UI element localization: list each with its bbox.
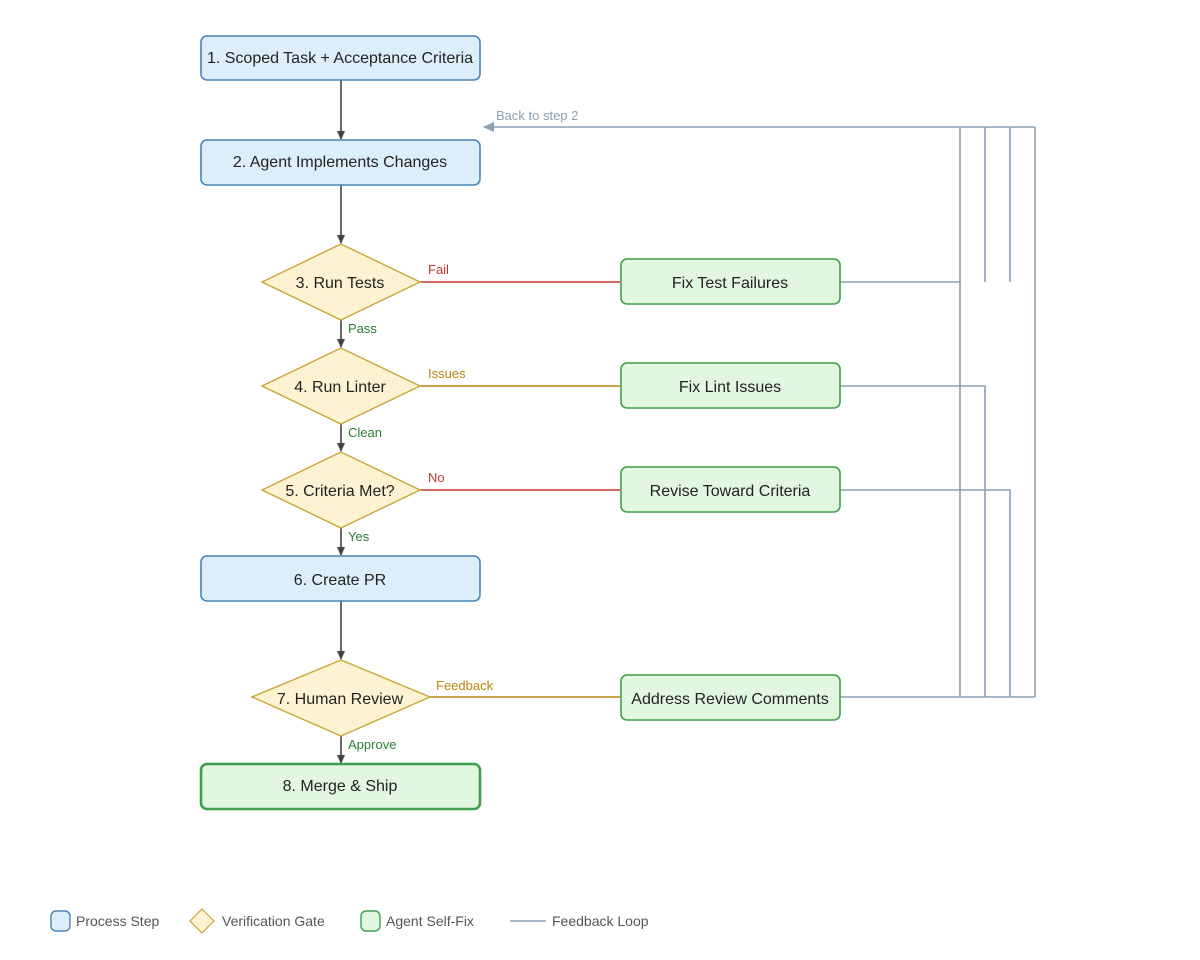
legend-loop: Feedback Loop [510,913,649,929]
fix-review-label: Address Review Comments [631,691,828,708]
step-6-node: 6. Create PR [200,555,481,602]
no-label: No [428,470,445,485]
step-1-label: 1. Scoped Task + Acceptance Criteria [207,50,473,67]
gate-7-label: 7. Human Review [277,691,404,708]
legend-gate: Verification Gate [189,908,325,934]
fix-tests-label: Fix Test Failures [672,275,788,292]
fix-criteria-node: Revise Toward Criteria [620,466,841,513]
step-2-label: 2. Agent Implements Changes [233,154,447,171]
gate-3-label: 3. Run Tests [296,275,385,292]
feedback-loops [483,122,1036,698]
legend-fix: Agent Self-Fix [360,910,474,932]
gate-7-node: 7. Human Review [250,659,432,737]
gate-5-label: 5. Criteria Met? [285,483,394,500]
fix-tests-node: Fix Test Failures [620,258,841,305]
yes-label: Yes [348,529,370,544]
gate-3-node: 3. Run Tests [260,243,422,321]
step-1-node: 1. Scoped Task + Acceptance Criteria [200,35,481,81]
gate-4-node: 4. Run Linter [260,347,422,425]
step-2-node: 2. Agent Implements Changes [200,139,481,186]
back-to-step2-label: Back to step 2 [496,108,578,123]
clean-label: Clean [348,425,382,440]
gate-4-label: 4. Run Linter [294,379,386,396]
legend-process-label: Process Step [76,913,159,929]
feedback-loop-lint [840,385,986,697]
legend: Process Step Verification Gate Agent Sel… [50,908,649,934]
gate-5-node: 5. Criteria Met? [260,451,422,529]
pass-label: Pass [348,321,377,336]
step-8-label: 8. Merge & Ship [283,778,398,795]
fail-label: Fail [428,262,449,277]
issues-label: Issues [428,366,466,381]
step-8-node: 8. Merge & Ship [199,762,482,811]
legend-gate-swatch [189,908,215,934]
fix-review-node: Address Review Comments [620,674,841,721]
fix-lint-label: Fix Lint Issues [679,379,781,396]
legend-fix-swatch [360,910,381,932]
fix-criteria-label: Revise Toward Criteria [650,483,811,500]
feedback-label: Feedback [436,678,494,693]
legend-process: Process Step [50,910,159,932]
feedback-loop-criteria [840,489,1011,697]
legend-process-swatch [50,910,71,932]
approve-label: Approve [348,737,396,752]
fix-lint-node: Fix Lint Issues [620,362,841,409]
legend-fix-label: Agent Self-Fix [386,913,474,929]
legend-gate-label: Verification Gate [222,913,325,929]
step-6-label: 6. Create PR [294,572,386,589]
legend-loop-label: Feedback Loop [552,913,649,929]
